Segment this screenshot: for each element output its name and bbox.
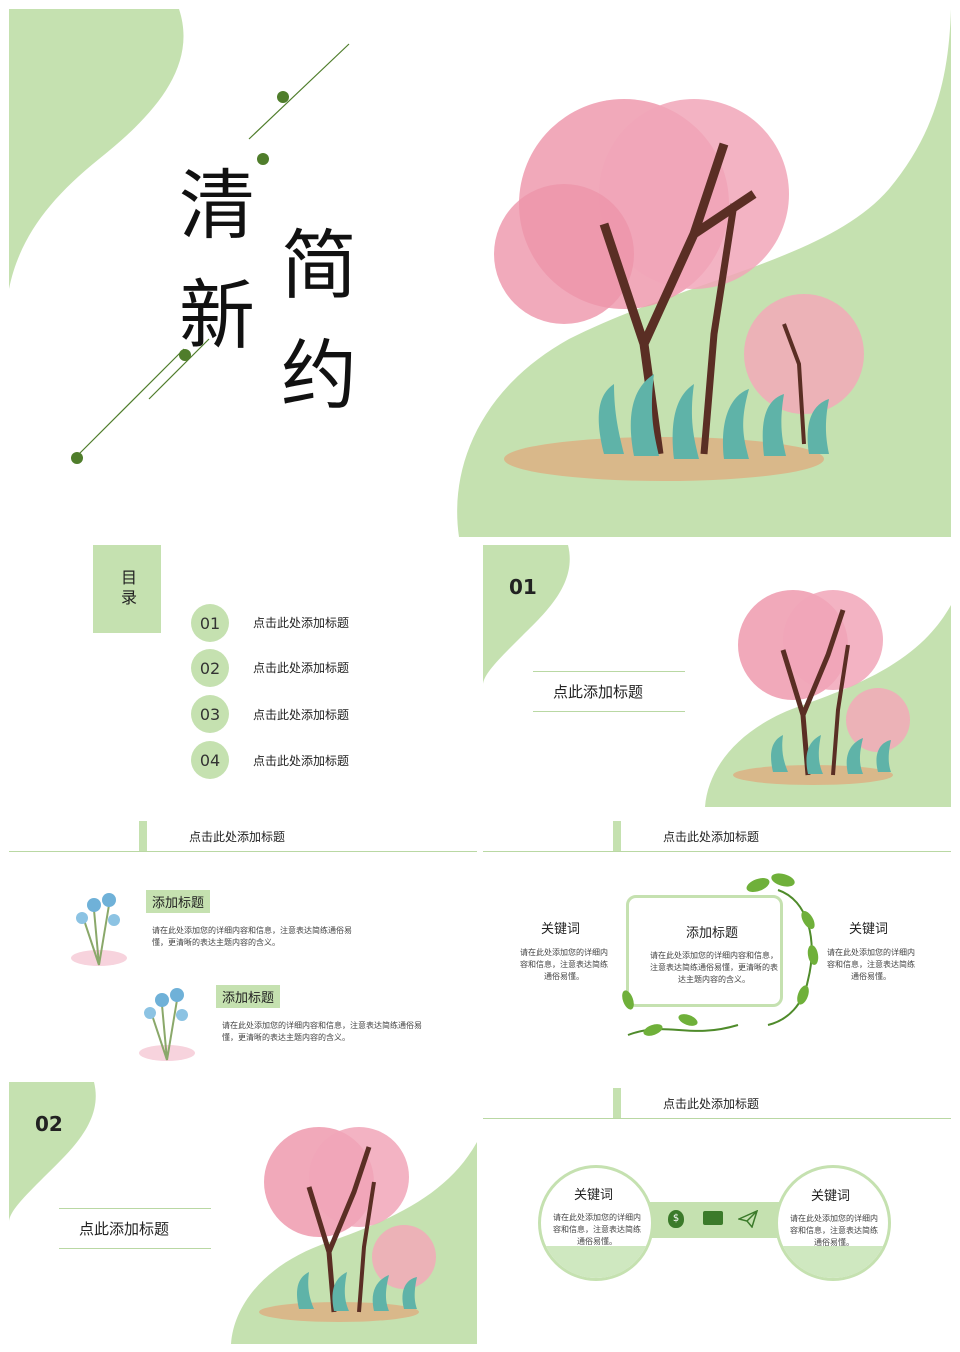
divider [533,671,685,672]
keyword-left-body: 请在此处添加您的详细内容和信息，注意表达简练通俗易懂。 [553,1213,641,1246]
money-bag-icon: $ [668,1210,684,1228]
keyword-left[interactable]: 关键词 [541,922,581,937]
decor-dot [179,349,191,361]
toc-item-label[interactable]: 点击此处添加标题 [253,754,350,768]
decor-dot [257,153,269,165]
cherry-tree-illustration [259,1127,436,1322]
header-accent [613,821,621,851]
cover-title-char-2: 新 [179,271,255,360]
item-title[interactable]: 添加标题 [146,890,211,913]
toc-slide: 目录 01 点击此处添加标题 02 点击此处添加标题 03 点击此处添加标题 0… [9,545,477,807]
toc-number: 04 [191,741,229,779]
toc-item-label[interactable]: 点击此处添加标题 [253,708,350,722]
section-background-shapes [483,545,951,807]
decor-dot [277,91,289,103]
divider [59,1248,211,1249]
toc-number: 02 [191,649,229,687]
slide-header[interactable]: 点击此处添加标题 [663,830,760,844]
toc-item-label[interactable]: 点击此处添加标题 [253,661,350,675]
keyword-left[interactable]: 关键词 [574,1188,614,1203]
keyword-right[interactable]: 关键词 [811,1189,851,1204]
keyword-circle-right [775,1165,891,1281]
frame-slide: 点击此处添加标题 关键词 请在此处添加您的详细内容和信息，注意表达简练通俗易懂。… [483,815,951,1077]
flower-illustration [139,988,195,1061]
flower-illustration [71,893,127,966]
computer-icon [703,1211,723,1225]
header-accent [139,821,147,851]
header-divider [9,851,477,852]
slide-header[interactable]: 点击此处添加标题 [663,1097,760,1111]
slide-header[interactable]: 点击此处添加标题 [189,830,286,844]
cherry-tree-illustration [733,590,910,785]
cover-title-char-3: 简 [281,221,357,310]
keyword-circle-left [538,1165,654,1281]
toc-heading: 目录 [118,569,137,609]
toc-item-label[interactable]: 点击此处添加标题 [253,616,350,630]
cover-title-char-1: 清 [179,161,255,250]
toc-number: 01 [191,604,229,642]
keyword-left-body: 请在此处添加您的详细内容和信息，注意表达简练通俗易懂。 [520,948,608,981]
item-body: 请在此处添加您的详细内容和信息，注意表达简练通俗易懂，更清晰的表达主题内容的含义… [222,1021,422,1042]
header-divider [483,1118,951,1119]
center-frame [626,895,783,1007]
center-title[interactable]: 添加标题 [686,926,739,941]
item-title[interactable]: 添加标题 [216,985,281,1008]
flowers-slide: 点击此处添加标题 添加标题 请在此处添加您的详细内容和信息，注意表达简练通俗易懂… [9,815,477,1077]
item-body: 请在此处添加您的详细内容和信息，注意表达简练通俗易懂，更清晰的表达主题内容的含义… [152,926,352,947]
section-02-slide: 02 点此添加标题 [9,1082,477,1344]
divider [533,711,685,712]
toc-heading-box: 目录 [93,545,161,633]
cover-title-char-4: 约 [281,331,357,420]
section-background-shapes [9,1082,477,1344]
section-title[interactable]: 点此添加标题 [79,1220,170,1238]
header-divider [483,851,951,852]
paper-plane-icon [738,1210,758,1228]
cherry-tree-illustration [494,99,864,481]
decor-dot [71,452,83,464]
section-01-slide: 01 点此添加标题 [483,545,951,807]
toc-number: 03 [191,695,229,733]
vine-decoration [622,873,819,1036]
center-body: 请在此处添加您的详细内容和信息，注意表达简练通俗易懂，更清晰的表达主题内容的含义… [650,951,778,984]
header-accent [613,1088,621,1118]
circles-slide: 点击此处添加标题 $ 关键词 请在此处添加您的详细内容和信息，注意表达简练通俗易… [483,1082,951,1344]
section-title[interactable]: 点此添加标题 [553,683,644,701]
divider [59,1208,211,1209]
section-number: 01 [509,575,537,599]
section-number: 02 [35,1112,63,1136]
keyword-right-body: 请在此处添加您的详细内容和信息，注意表达简练通俗易懂。 [827,948,915,981]
keyword-right-body: 请在此处添加您的详细内容和信息，注意表达简练通俗易懂。 [790,1214,878,1247]
keyword-right[interactable]: 关键词 [849,922,889,937]
cover-slide: 清 新 简 约 [9,9,951,537]
